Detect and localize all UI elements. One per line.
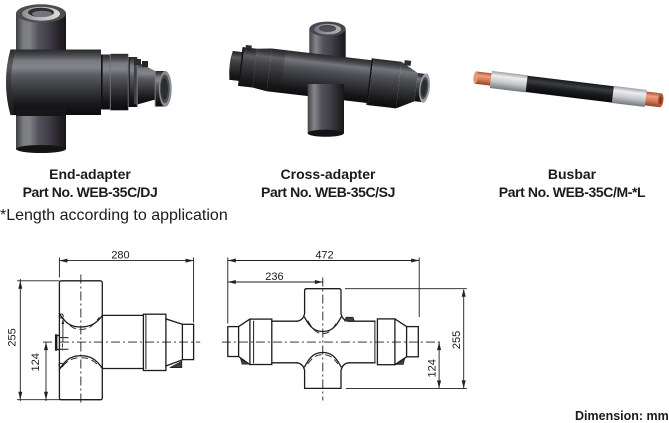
svg-text:124: 124 [426, 359, 438, 377]
svg-text:124: 124 [30, 353, 42, 371]
svg-text:236: 236 [265, 271, 283, 283]
svg-text:255: 255 [7, 328, 19, 346]
svg-text:472: 472 [315, 249, 333, 261]
svg-text:255: 255 [451, 331, 463, 349]
svg-text:280: 280 [111, 249, 129, 261]
